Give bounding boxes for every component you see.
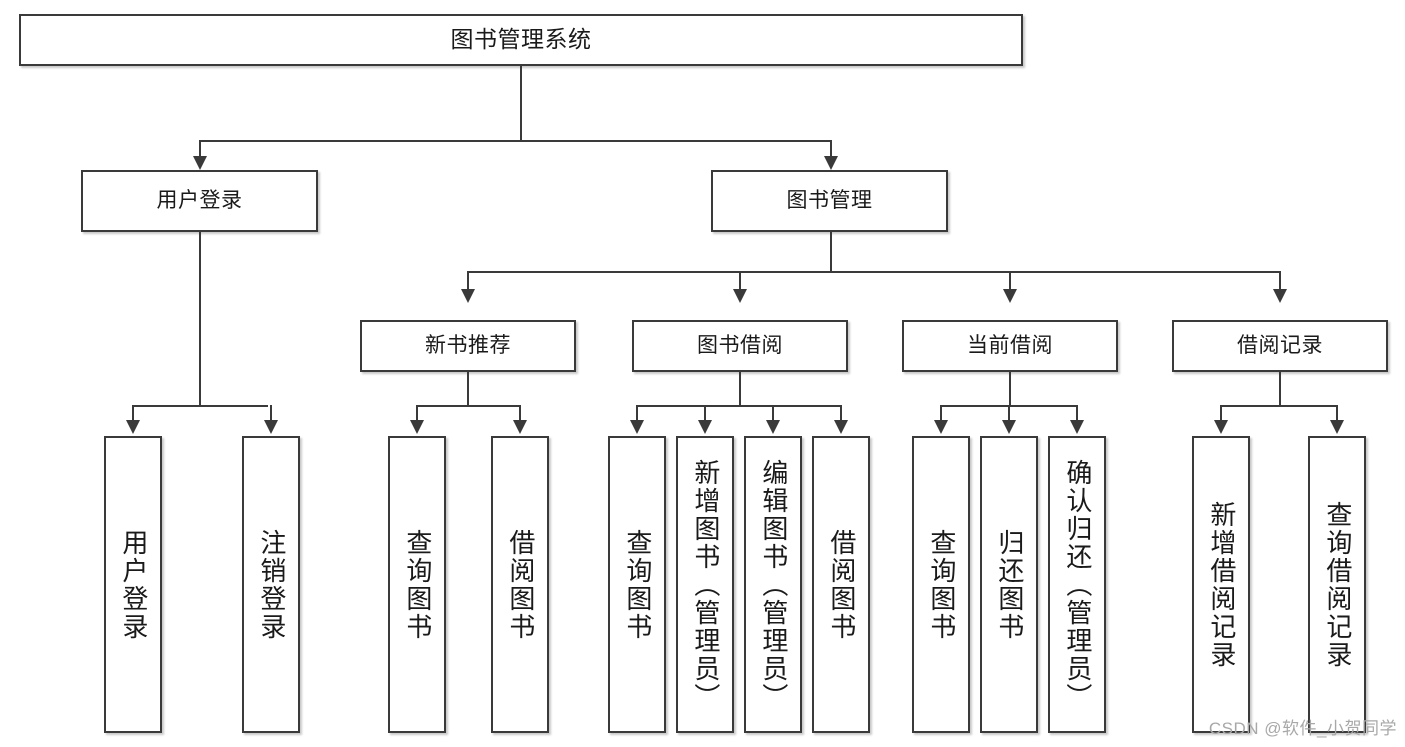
node-root-book-management-system[interactable]: 图书管理系统 bbox=[19, 14, 1023, 66]
leaf-label: 查询图书 bbox=[926, 528, 957, 641]
arrow-to-leaf-query-record bbox=[1330, 420, 1344, 434]
node-label: 用户登录 bbox=[156, 188, 243, 212]
leaf-label: 借阅图书 bbox=[826, 528, 857, 641]
connector-book-borrow-stem bbox=[739, 372, 741, 405]
node-book-management[interactable]: 图书管理 bbox=[711, 170, 948, 232]
node-label: 新书推荐 bbox=[425, 333, 511, 357]
connector-book-borrow-drop-2 bbox=[704, 405, 706, 422]
connector-new-book-drop-2 bbox=[519, 405, 521, 422]
arrow-to-leaf-logout bbox=[264, 420, 278, 434]
connector-user-login-bus bbox=[132, 405, 268, 407]
leaf-label: 新增借阅记录 bbox=[1206, 500, 1237, 669]
arrow-to-leaf-query-book-1 bbox=[410, 420, 424, 434]
arrow-to-user-login bbox=[193, 156, 207, 170]
leaf-query-book-recommend[interactable]: 查询图书 bbox=[388, 436, 446, 733]
leaf-query-book-current[interactable]: 查询图书 bbox=[912, 436, 970, 733]
connector-book-borrow-bus bbox=[636, 405, 842, 407]
connector-current-borrow-drop-3 bbox=[1076, 405, 1078, 422]
connector-current-borrow-drop-2 bbox=[1008, 405, 1010, 422]
arrow-to-current-borrow bbox=[1003, 289, 1017, 303]
leaf-logout[interactable]: 注销登录 bbox=[242, 436, 300, 733]
connector-borrow-record-drop-2 bbox=[1336, 405, 1338, 422]
connector-borrow-record-drop-1 bbox=[1220, 405, 1222, 422]
node-new-book-recommend[interactable]: 新书推荐 bbox=[360, 320, 576, 372]
node-label: 图书借阅 bbox=[697, 333, 783, 357]
leaf-label: 编辑图书（管理员） bbox=[758, 458, 789, 711]
connector-borrow-record-stem bbox=[1279, 372, 1281, 405]
node-user-login[interactable]: 用户登录 bbox=[81, 170, 318, 232]
arrow-to-new-book-recommend bbox=[461, 289, 475, 303]
connector-new-book-bus bbox=[416, 405, 520, 407]
leaf-query-borrow-record[interactable]: 查询借阅记录 bbox=[1308, 436, 1366, 733]
connector-current-borrow-stem bbox=[1009, 372, 1011, 405]
leaf-add-book-admin[interactable]: 新增图书（管理员） bbox=[676, 436, 734, 733]
leaf-borrow-book[interactable]: 借阅图书 bbox=[812, 436, 870, 733]
arrow-to-leaf-borrow-book-1 bbox=[513, 420, 527, 434]
arrow-to-leaf-confirm-return bbox=[1070, 420, 1084, 434]
connector-user-login-drop-1 bbox=[132, 405, 134, 422]
connector-root-stem bbox=[520, 66, 522, 140]
leaf-label: 用户登录 bbox=[118, 528, 149, 641]
arrow-to-leaf-return-book bbox=[1002, 420, 1016, 434]
leaf-confirm-return-admin[interactable]: 确认归还（管理员） bbox=[1048, 436, 1106, 733]
connector-level3-drop-3 bbox=[1009, 271, 1011, 291]
arrow-to-leaf-query-book-3 bbox=[934, 420, 948, 434]
leaf-label: 查询图书 bbox=[402, 528, 433, 641]
leaf-label: 注销登录 bbox=[256, 528, 287, 641]
connector-level3-bus bbox=[467, 271, 1281, 273]
connector-new-book-stem bbox=[467, 372, 469, 405]
leaf-label: 确认归还（管理员） bbox=[1062, 458, 1093, 711]
connector-current-borrow-drop-1 bbox=[940, 405, 942, 422]
arrow-to-leaf-add-record bbox=[1214, 420, 1228, 434]
leaf-label: 查询图书 bbox=[622, 528, 653, 641]
watermark-text: CSDN @软件_小贺同学 bbox=[1208, 719, 1397, 738]
connector-book-management-stem bbox=[830, 232, 832, 272]
connector-book-borrow-drop-1 bbox=[636, 405, 638, 422]
node-label: 借阅记录 bbox=[1237, 333, 1323, 357]
node-label: 当前借阅 bbox=[967, 333, 1053, 357]
connector-root-bus bbox=[199, 140, 831, 142]
node-book-borrow[interactable]: 图书借阅 bbox=[632, 320, 848, 372]
leaf-label: 新增图书（管理员） bbox=[690, 458, 721, 711]
node-label: 图书管理系统 bbox=[450, 26, 592, 53]
leaf-query-book-borrow[interactable]: 查询图书 bbox=[608, 436, 666, 733]
connector-book-borrow-drop-4 bbox=[840, 405, 842, 422]
leaf-edit-book-admin[interactable]: 编辑图书（管理员） bbox=[744, 436, 802, 733]
connector-borrow-record-bus bbox=[1220, 405, 1337, 407]
connector-level3-drop-4 bbox=[1279, 271, 1281, 291]
arrow-to-leaf-query-book-2 bbox=[630, 420, 644, 434]
connector-book-borrow-drop-3 bbox=[772, 405, 774, 422]
arrow-to-leaf-user-login bbox=[126, 420, 140, 434]
node-borrow-record[interactable]: 借阅记录 bbox=[1172, 320, 1388, 372]
leaf-borrow-book-recommend[interactable]: 借阅图书 bbox=[491, 436, 549, 733]
arrow-to-book-borrow bbox=[733, 289, 747, 303]
arrow-to-book-management bbox=[824, 156, 838, 170]
leaf-user-login[interactable]: 用户登录 bbox=[104, 436, 162, 733]
arrow-to-leaf-add-book bbox=[698, 420, 712, 434]
arrow-to-leaf-edit-book bbox=[766, 420, 780, 434]
connector-root-drop-1 bbox=[199, 140, 201, 158]
connector-level3-drop-2 bbox=[739, 271, 741, 291]
arrow-to-leaf-borrow-book-2 bbox=[834, 420, 848, 434]
connector-root-drop-2 bbox=[830, 140, 832, 158]
connector-user-login-drop-2 bbox=[270, 405, 272, 422]
leaf-return-book[interactable]: 归还图书 bbox=[980, 436, 1038, 733]
connector-level3-drop-1 bbox=[467, 271, 469, 291]
connector-new-book-drop-1 bbox=[416, 405, 418, 422]
connector-user-login-stem bbox=[199, 232, 201, 405]
node-label: 图书管理 bbox=[786, 188, 873, 212]
leaf-add-borrow-record[interactable]: 新增借阅记录 bbox=[1192, 436, 1250, 733]
leaf-label: 归还图书 bbox=[994, 528, 1025, 641]
leaf-label: 查询借阅记录 bbox=[1322, 500, 1353, 669]
node-current-borrow[interactable]: 当前借阅 bbox=[902, 320, 1118, 372]
leaf-label: 借阅图书 bbox=[505, 528, 536, 641]
arrow-to-borrow-record bbox=[1273, 289, 1287, 303]
